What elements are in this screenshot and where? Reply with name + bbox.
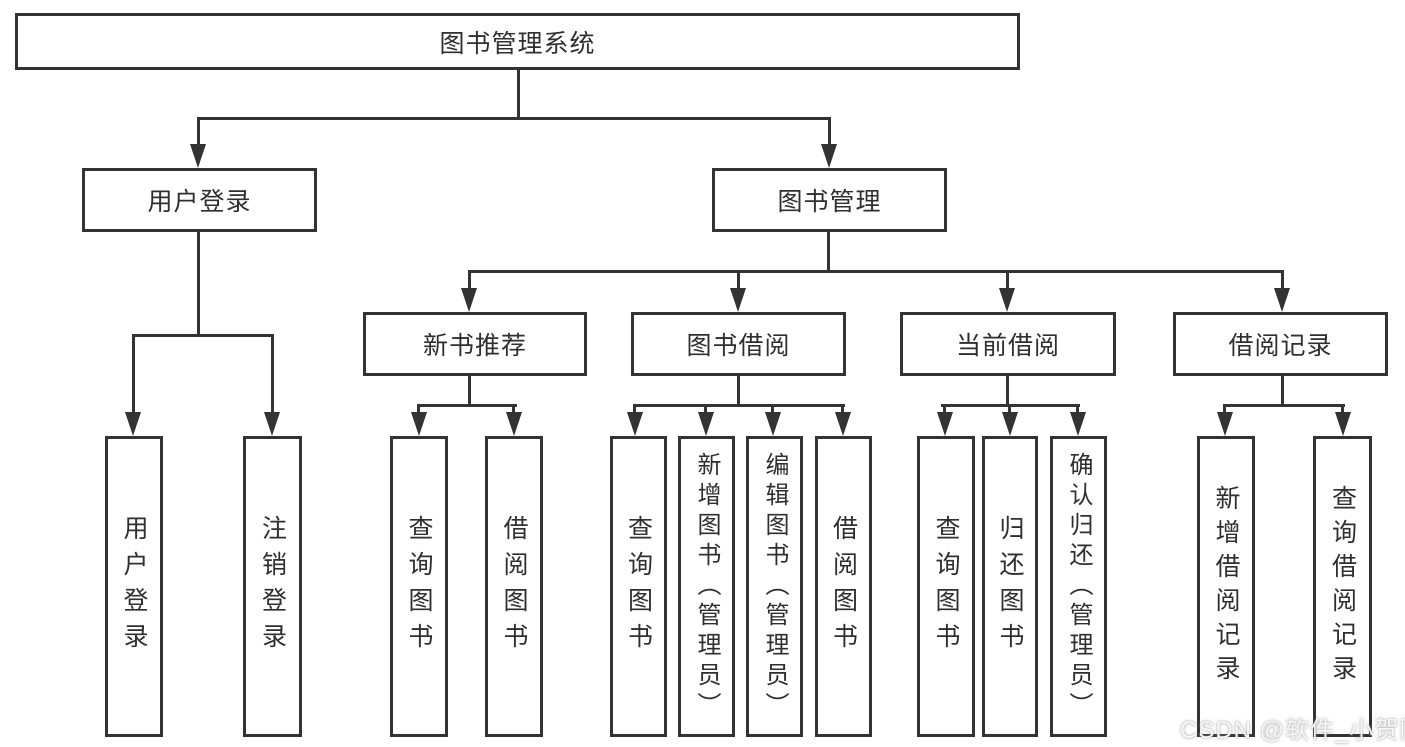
leaf-add-borrow-record: 新增借阅记录 [1197, 436, 1255, 737]
connector-leaf-user-login-stem [132, 334, 135, 418]
connector-leaf-stem [943, 404, 946, 418]
node-library-management-system: 图书管理系统 [15, 13, 1020, 70]
arrowhead-leaf-add-borrow-record [1217, 412, 1233, 436]
leaf-label: 编辑图书（管理员） [761, 451, 788, 722]
connector-new-book-hline [417, 404, 517, 407]
leaf-query-book-1: 查询图书 [390, 436, 448, 737]
leaf-label: 新增借阅记录 [1212, 484, 1240, 689]
connector-leaf-stem [841, 404, 844, 418]
connector-book-borrow-stem [737, 376, 740, 406]
csdn-watermark: CSDN @软件_小贺同学 [1180, 717, 1405, 744]
node-new-book-recommend: 新书推荐 [363, 312, 587, 376]
arrowhead-leaf-query-book-2 [627, 412, 643, 436]
connector-user-login-arrow-stem [197, 117, 200, 149]
leaf-label: 查询图书 [624, 514, 653, 659]
arrowhead-leaf-borrow-book-2 [835, 412, 851, 436]
node-label: 借阅记录 [1228, 332, 1333, 360]
leaf-return-book: 归还图书 [982, 436, 1038, 737]
leaf-label: 借阅图书 [829, 514, 858, 659]
connector-book-borrow-arrow-stem [737, 270, 740, 292]
leaf-label: 查询图书 [405, 514, 433, 659]
leaf-logout: 注销登录 [243, 436, 302, 737]
node-label: 当前借阅 [955, 332, 1060, 360]
node-current-borrow: 当前借阅 [900, 312, 1116, 376]
node-book-borrow: 图书借阅 [631, 312, 846, 376]
node-label: 图书借阅 [686, 332, 791, 360]
arrowhead-new-book-recommend [461, 288, 477, 312]
arrowhead-leaf-query-book-1 [411, 412, 427, 436]
node-book-management: 图书管理 [712, 168, 947, 232]
leaf-label: 查询图书 [932, 514, 960, 659]
leaf-label: 注销登录 [258, 514, 287, 659]
connector-borrow-record-stem [1281, 376, 1284, 406]
connector-leaf-stem [512, 404, 515, 418]
arrowhead-leaf-return-book [1002, 412, 1018, 436]
leaf-label: 查询借阅记录 [1328, 484, 1357, 689]
arrowhead-user-login [190, 144, 206, 168]
arrowhead-leaf-borrow-book-1 [506, 412, 522, 436]
arrowhead-leaf-logout [264, 412, 280, 436]
leaf-label: 确认归还（管理员） [1065, 451, 1092, 722]
arrowhead-leaf-query-book-3 [937, 412, 953, 436]
leaf-query-book-3: 查询图书 [917, 436, 975, 737]
leaf-confirm-return-admin: 确认归还（管理员） [1050, 436, 1107, 737]
node-user-login: 用户登录 [82, 168, 317, 232]
leaf-label: 归还图书 [996, 514, 1024, 659]
leaf-user-login: 用户登录 [105, 436, 163, 737]
connector-leaf-logout-stem [271, 334, 274, 418]
connector-new-book-arrow-stem [468, 270, 471, 292]
leaf-add-book-admin: 新增图书（管理员） [678, 436, 735, 737]
leaf-label: 借阅图书 [500, 514, 528, 659]
arrowhead-current-borrow [999, 288, 1015, 312]
leaf-query-borrow-record: 查询借阅记录 [1313, 436, 1372, 737]
arrowhead-book-mgmt [821, 144, 837, 168]
leaf-label: 新增图书（管理员） [693, 451, 720, 722]
leaf-borrow-book-2: 借阅图书 [815, 436, 872, 737]
connector-leaf-stem [771, 404, 774, 418]
connector-leaf-stem [633, 404, 636, 418]
arrowhead-leaf-add-book [698, 412, 714, 436]
connector-current-borrow-arrow-stem [1006, 270, 1009, 292]
arrowhead-book-borrow [730, 288, 746, 312]
connector-current-borrow-stem [1006, 376, 1009, 406]
node-borrow-record: 借阅记录 [1173, 312, 1388, 376]
node-label: 图书管理系统 [439, 29, 596, 58]
connector-borrow-record-hline [1223, 404, 1345, 407]
node-label: 新书推荐 [422, 332, 527, 360]
node-label: 用户登录 [147, 188, 252, 216]
arrowhead-leaf-user-login [125, 412, 141, 436]
connector-leaf-stem [1008, 404, 1011, 418]
connector-leaf-stem [1223, 404, 1226, 418]
connector-book-borrow-hline [633, 404, 845, 407]
arrowhead-leaf-confirm-return [1070, 412, 1086, 436]
node-label: 图书管理 [777, 188, 882, 216]
connector-level3-hline [468, 270, 1284, 273]
arrowhead-leaf-edit-book [765, 412, 781, 436]
connector-level1-hline [197, 117, 831, 120]
connector-borrow-record-arrow-stem [1281, 270, 1284, 292]
connector-book-mgmt-stem [827, 232, 830, 273]
connector-leaf-stem [417, 404, 420, 418]
leaf-query-book-2: 查询图书 [610, 436, 667, 737]
connector-book-mgmt-arrow-stem [828, 117, 831, 149]
leaf-label: 用户登录 [120, 514, 148, 659]
connector-leaf-stem [1341, 404, 1344, 418]
arrowhead-leaf-query-borrow-record [1335, 412, 1351, 436]
connector-leaf-stem [704, 404, 707, 418]
arrowhead-borrow-record [1274, 288, 1290, 312]
connector-root-stem [517, 70, 520, 119]
leaf-borrow-book-1: 借阅图书 [485, 436, 543, 737]
connector-leaf-stem [1076, 404, 1079, 418]
connector-user-login-hline [132, 334, 274, 337]
connector-user-login-stem [197, 232, 200, 337]
connector-new-book-stem [468, 376, 471, 406]
leaf-edit-book-admin: 编辑图书（管理员） [746, 436, 803, 737]
